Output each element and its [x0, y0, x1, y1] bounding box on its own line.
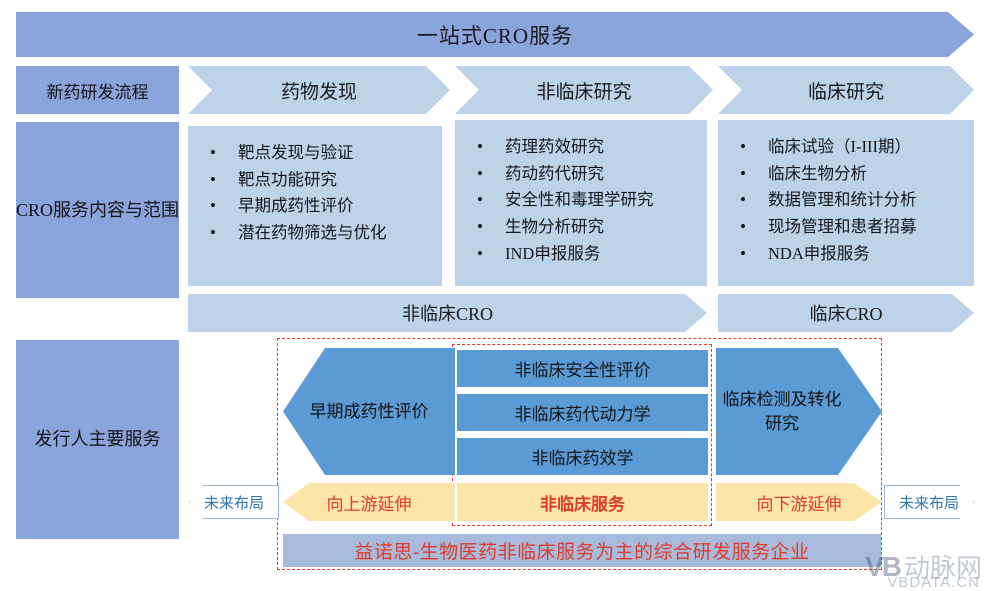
future-layout-tag-right: 未来布局 [884, 485, 974, 519]
service-chevron-clinical-testing-label: 临床检测及转化研究 [722, 389, 842, 433]
row-label-scope: CRO服务内容与范围 [16, 122, 179, 298]
top-banner: 一站式CRO服务 [16, 12, 974, 57]
list-item: 靶点功能研究 [204, 166, 432, 194]
scope-list-discovery: 靶点发现与验证 靶点功能研究 早期成药性评价 潜在药物筛选与优化 [204, 139, 432, 247]
service-box-nonclinical-safety-label: 非临床安全性评价 [514, 361, 651, 380]
cro-band-clinical-label: 临床CRO [809, 304, 883, 324]
scope-list-clinical: 临床试验（I-III期） 临床生物分析 数据管理和统计分析 现场管理和患者招募 … [734, 133, 964, 268]
extension-downstream-label: 向下游延伸 [756, 494, 842, 514]
stage-chevron-clinical: 临床研究 [718, 66, 974, 114]
row-label-issuer: 发行人主要服务 [16, 340, 179, 539]
stage-chevron-discovery: 药物发现 [188, 66, 450, 114]
list-item: 数据管理和统计分析 [734, 186, 964, 214]
cro-band-clinical: 临床CRO [718, 294, 974, 332]
list-item: 生物分析研究 [471, 213, 697, 241]
service-chevron-clinical-testing: 临床检测及转化研究 [716, 348, 882, 475]
extension-upstream-label: 向上游延伸 [326, 494, 412, 514]
watermark-domain: VBDATA.CN [887, 574, 980, 591]
row-label-issuer-text: 发行人主要服务 [34, 429, 161, 449]
extension-upstream: 向上游延伸 [283, 483, 455, 521]
footer-caption-text: 益诺思-生物医药非临床服务为主的综合研发服务企业 [354, 542, 810, 563]
cro-band-nonclinical: 非临床CRO [188, 294, 707, 332]
list-item: 药理药效研究 [471, 133, 697, 161]
stage-chevron-discovery-label: 药物发现 [280, 81, 357, 103]
stage-chevron-nonclinical-label: 非临床研究 [536, 81, 632, 103]
service-box-nonclinical-safety: 非临床安全性评价 [457, 350, 708, 387]
footer-caption: 益诺思-生物医药非临床服务为主的综合研发服务企业 [283, 534, 881, 567]
core-nonclinical-service: 非临床服务 [457, 483, 708, 521]
stage-chevron-clinical-label: 临床研究 [807, 81, 884, 103]
service-box-nonclinical-pharmacodynamics: 非临床药效学 [457, 438, 708, 475]
future-layout-tag-left-label: 未来布局 [203, 495, 264, 512]
core-nonclinical-service-label: 非临床服务 [540, 494, 625, 514]
service-chevron-early-druggability: 早期成药性评价 [283, 348, 455, 475]
cro-band-nonclinical-label: 非临床CRO [401, 304, 493, 324]
service-box-nonclinical-pk: 非临床药代动力学 [457, 394, 708, 431]
extension-downstream: 向下游延伸 [716, 483, 882, 521]
future-layout-tag-left: 未来布局 [189, 485, 279, 519]
service-box-nonclinical-pharmacodynamics-label: 非临床药效学 [531, 449, 634, 468]
service-box-nonclinical-pk-label: 非临床药代动力学 [514, 405, 651, 424]
scope-list-nonclinical: 药理药效研究 药动药代研究 安全性和毒理学研究 生物分析研究 IND申报服务 [471, 133, 697, 268]
scope-card-nonclinical: 药理药效研究 药动药代研究 安全性和毒理学研究 生物分析研究 IND申报服务 [455, 120, 707, 286]
scope-card-discovery: 靶点发现与验证 靶点功能研究 早期成药性评价 潜在药物筛选与优化 [188, 126, 442, 286]
future-layout-tag-right-label: 未来布局 [898, 495, 959, 512]
list-item: NDA申报服务 [734, 240, 964, 268]
list-item: 安全性和毒理学研究 [471, 186, 697, 214]
list-item: 药动药代研究 [471, 160, 697, 188]
list-item: 临床生物分析 [734, 160, 964, 188]
list-item: 现场管理和患者招募 [734, 213, 964, 241]
service-chevron-early-druggability-label: 早期成药性评价 [309, 401, 429, 421]
list-item: 临床试验（I-III期） [734, 133, 964, 161]
scope-card-clinical: 临床试验（I-III期） 临床生物分析 数据管理和统计分析 现场管理和患者招募 … [718, 120, 974, 286]
list-item: 早期成药性评价 [204, 192, 432, 220]
top-banner-title: 一站式CRO服务 [416, 23, 574, 48]
list-item: 潜在药物筛选与优化 [204, 219, 432, 247]
row-label-stage: 新药研发流程 [16, 66, 179, 114]
list-item: 靶点发现与验证 [204, 139, 432, 167]
row-label-stage-text: 新药研发流程 [46, 82, 149, 102]
stage-chevron-nonclinical: 非临床研究 [455, 66, 713, 114]
row-label-scope-text: CRO服务内容与范围 [16, 199, 180, 220]
list-item: IND申报服务 [471, 240, 697, 268]
